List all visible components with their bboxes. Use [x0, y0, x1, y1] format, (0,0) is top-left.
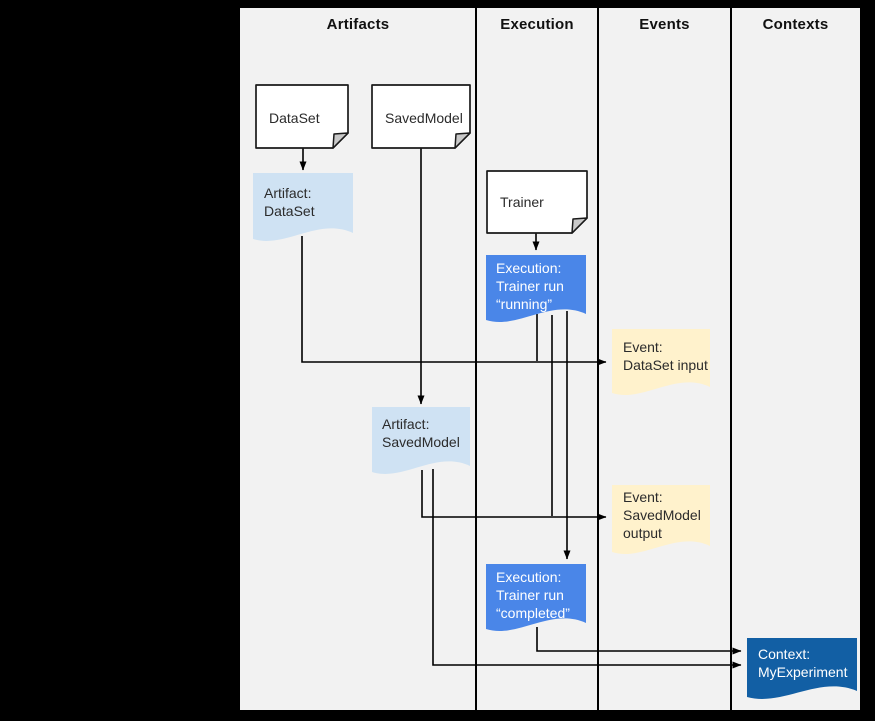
- artifact-dataset-label: Artifact: DataSet: [264, 185, 315, 219]
- trainer-fold-corner-icon: [571, 217, 588, 234]
- artifact-dataset-shape: [253, 173, 353, 241]
- column-header-artifacts: Artifacts: [326, 16, 390, 33]
- context-myexperiment-shape: [747, 638, 857, 699]
- savedmodel-fold-corner-icon: [454, 132, 471, 149]
- dataset-type-label: DataSet: [269, 110, 320, 126]
- savedmodel-type-label: SavedModel: [385, 110, 463, 126]
- connector-artifact-savedmodel-to-context: [432, 469, 742, 669]
- connector-artifact-dataset-to-event-dataset-input: [301, 236, 607, 366]
- event-dataset-input-shape: [612, 329, 710, 395]
- connector-artifact-savedmodel-to-event-savedmodel-output: [421, 470, 607, 521]
- execution-completed-shape: [486, 564, 586, 631]
- execution-running-shape: [486, 255, 586, 322]
- event-dataset-input-label: Event: DataSet input: [623, 339, 708, 373]
- artifact-savedmodel-label: Artifact: SavedModel: [382, 416, 460, 450]
- column-header-events: Events: [639, 16, 690, 33]
- trainer-type-label: Trainer: [500, 194, 544, 210]
- event-savedmodel-output-label: Event: SavedModel output: [623, 489, 701, 541]
- column-header-contexts: Contexts: [762, 16, 829, 33]
- context-myexperiment-label: Context: MyExperiment: [758, 646, 848, 680]
- execution-running-label: Execution: Trainer run “running”: [496, 260, 564, 312]
- artifact-savedmodel-shape: [372, 407, 470, 474]
- connector-execution-completed-to-context: [536, 627, 742, 655]
- dataset-fold-corner-icon: [332, 132, 349, 149]
- column-header-execution: Execution: [500, 16, 574, 33]
- event-savedmodel-output-shape: [612, 485, 710, 554]
- execution-completed-label: Execution: Trainer run “completed”: [496, 569, 570, 621]
